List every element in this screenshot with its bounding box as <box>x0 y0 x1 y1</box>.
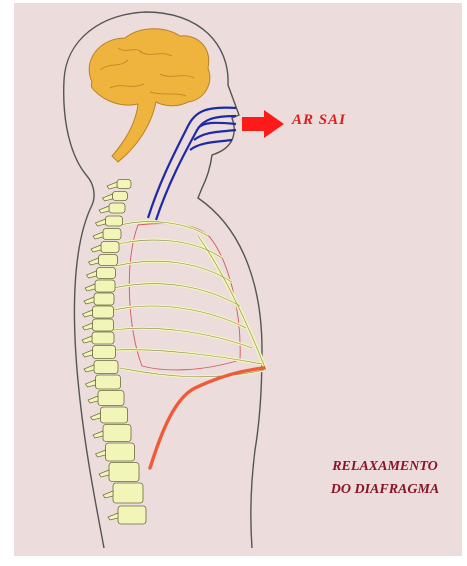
vertebra <box>101 407 128 423</box>
vertebra <box>117 180 131 189</box>
vertebra <box>103 425 131 442</box>
vertebra <box>97 268 116 279</box>
vertebra <box>98 391 124 406</box>
vertebra <box>99 255 118 266</box>
vertebra <box>118 506 146 524</box>
vertebra <box>93 346 116 359</box>
vertebra <box>106 443 135 461</box>
relaxation-label-line-2: DO DIAFRAGMA <box>300 478 467 501</box>
vertebra <box>109 203 125 213</box>
vertebra <box>101 242 119 253</box>
vertebra <box>103 229 121 240</box>
air-out-label: AR SAI <box>292 112 346 129</box>
vertebra <box>93 306 114 318</box>
diaphragm-relaxation-label: RELAXAMENTO DO DIAFRAGMA <box>300 455 467 501</box>
vertebra <box>113 483 143 503</box>
vertebra <box>92 332 114 344</box>
vertebra <box>113 192 128 201</box>
vertebra <box>95 280 115 292</box>
vertebra <box>106 216 123 226</box>
vertebra <box>94 293 114 305</box>
vertebra <box>96 375 121 389</box>
vertebra <box>109 463 139 482</box>
vertebra <box>93 319 114 331</box>
relaxation-label-line-1: RELAXAMENTO <box>300 455 467 478</box>
vertebra <box>94 361 118 374</box>
